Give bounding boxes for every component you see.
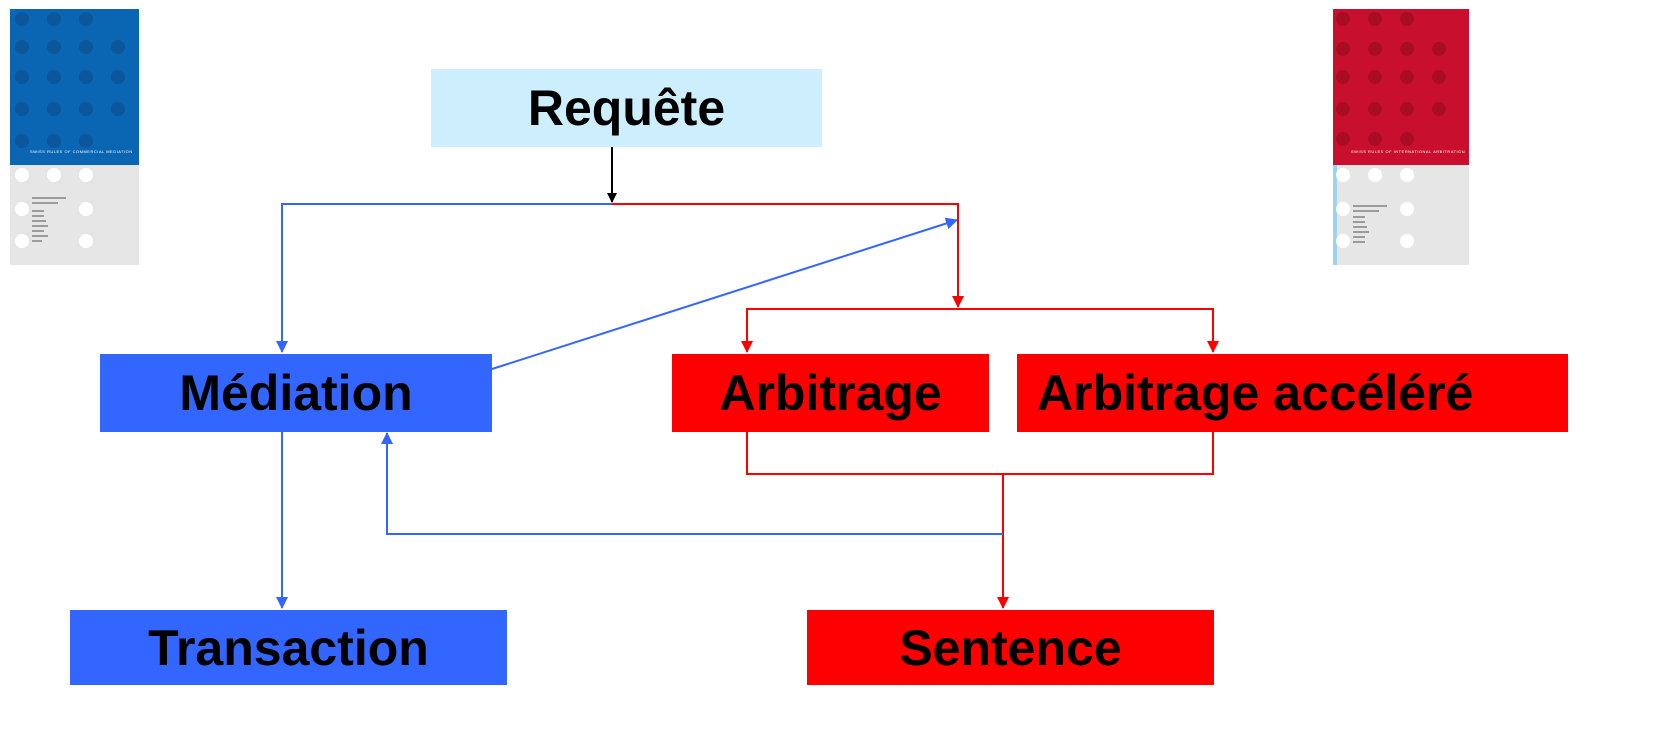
junction-to-mediation-arrow	[276, 203, 612, 353]
arbitration-node: Arbitrage	[672, 354, 989, 432]
award-node: Sentence	[807, 610, 1214, 685]
request-label: Requête	[527, 80, 726, 136]
split-to-arbitration-arrow	[741, 308, 958, 353]
arbitration-to-mediation-arrow	[381, 432, 1003, 535]
arbitration-rules-cover: SWISS RULES OF INTERNATIONAL ARBITRATION	[1333, 9, 1469, 265]
expedited-arbitration-label: Arbitrage accéléré	[1037, 365, 1474, 421]
request-node: Requête	[431, 69, 822, 147]
arbitration-label: Arbitrage	[719, 365, 942, 421]
split-to-expedited-arrow	[958, 308, 1219, 353]
expedited-arbitration-node: Arbitrage accéléré	[1017, 354, 1568, 432]
arbitration-merge-line	[746, 432, 1214, 475]
arbitration-rules-cover-graphic	[1333, 9, 1469, 265]
settlement-node: Transaction	[70, 610, 507, 685]
mediation-to-arbitration-arrow	[491, 217, 958, 370]
arbitration-rules-cover-title: SWISS RULES OF INTERNATIONAL ARBITRATION	[1351, 149, 1466, 154]
mediation-rules-cover-graphic	[10, 9, 139, 265]
mediation-rules-cover: SWISS RULES OF COMMERCIAL MEDIATION	[10, 9, 139, 265]
junction-to-arbitration-arrow	[612, 203, 964, 308]
mediation-label: Médiation	[179, 365, 413, 421]
mediation-rules-cover-title: SWISS RULES OF COMMERCIAL MEDIATION	[30, 149, 133, 154]
award-label: Sentence	[899, 619, 1122, 676]
mediation-node: Médiation	[100, 354, 492, 432]
settlement-label: Transaction	[148, 619, 429, 676]
